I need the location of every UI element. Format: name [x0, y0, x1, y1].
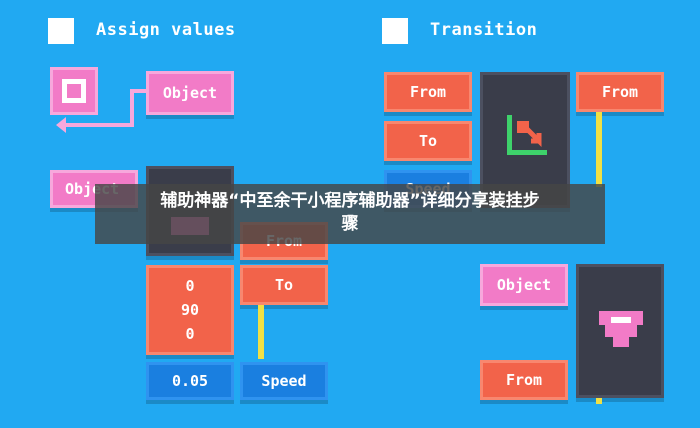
object-node [576, 264, 664, 398]
from-block-bottom[interactable]: From [480, 360, 568, 400]
assign-checkbox[interactable] [48, 18, 74, 44]
yellow-wire [258, 305, 264, 359]
value-x: 0 [185, 277, 195, 295]
yellow-wire-right [596, 112, 602, 187]
speed-block-left[interactable]: Speed [240, 362, 328, 400]
speed-value-block[interactable]: 0.05 [146, 362, 234, 400]
pink-wire [130, 89, 134, 127]
from-block-transition[interactable]: From [384, 72, 472, 112]
values-block[interactable]: 0 90 0 [146, 265, 234, 355]
value-z: 0 [185, 325, 195, 343]
banner-line-2: 骤 [341, 214, 359, 234]
arrow-left-icon [56, 117, 66, 133]
object-block-transition[interactable]: Object [480, 264, 568, 306]
pink-wire [132, 89, 146, 93]
value-y: 90 [180, 301, 200, 319]
transition-checkbox[interactable] [382, 18, 408, 44]
target-icon [50, 67, 98, 115]
banner-line-1: 辅助神器“中至余干小程序辅助器”详细分享装挂步 [160, 191, 540, 211]
transition-arrow-icon [507, 115, 547, 155]
to-block-transition[interactable]: To [384, 121, 472, 161]
heart-icon [599, 311, 643, 351]
pink-wire [66, 123, 134, 127]
overlay-banner: 辅助神器“中至余干小程序辅助器”详细分享装挂步 骤 [95, 184, 605, 244]
assign-values-title: Assign values [96, 20, 236, 40]
connector-knob [596, 398, 602, 404]
to-block-left[interactable]: To [240, 265, 328, 305]
object-block-top[interactable]: Object [146, 71, 234, 115]
transition-title: Transition [430, 20, 538, 40]
from-block-right[interactable]: From [576, 72, 664, 112]
